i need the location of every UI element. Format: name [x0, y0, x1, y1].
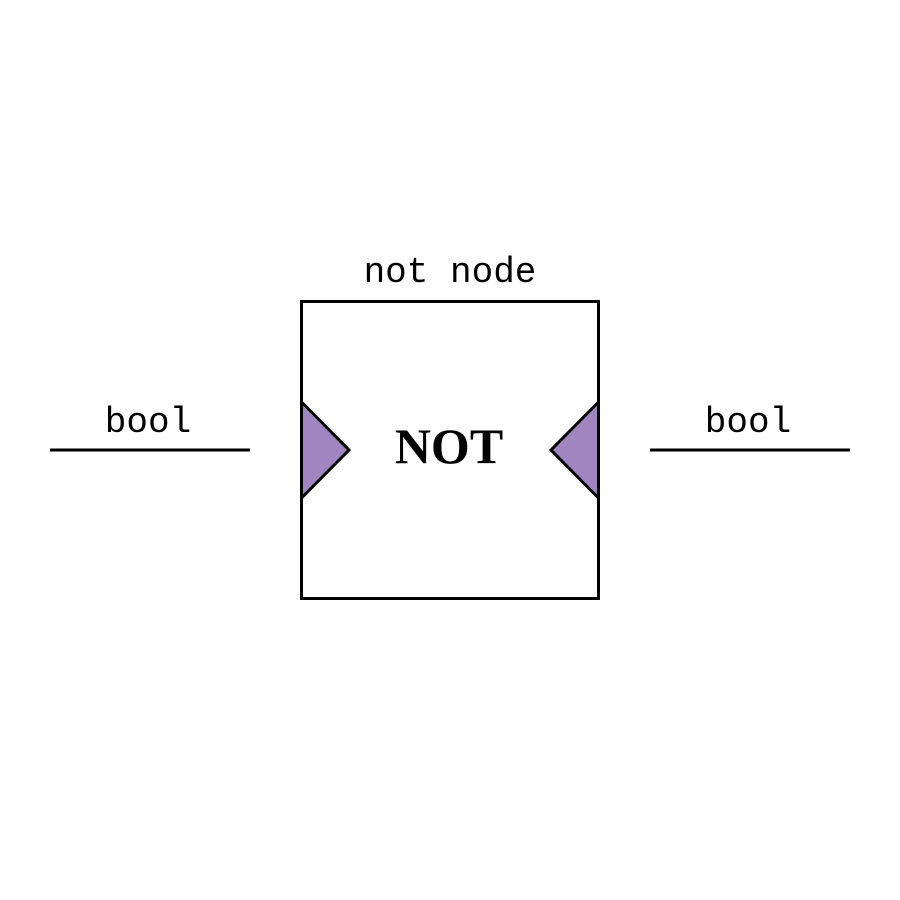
node-label: NOT	[395, 418, 503, 474]
node-title: not node	[364, 252, 537, 293]
input-port[interactable]	[300, 398, 352, 502]
input-wire: bool	[50, 402, 250, 452]
output-wire: bool	[650, 402, 850, 452]
output-type-label: bool	[705, 402, 791, 443]
output-port[interactable]	[548, 398, 600, 502]
input-type-label: bool	[105, 402, 191, 443]
